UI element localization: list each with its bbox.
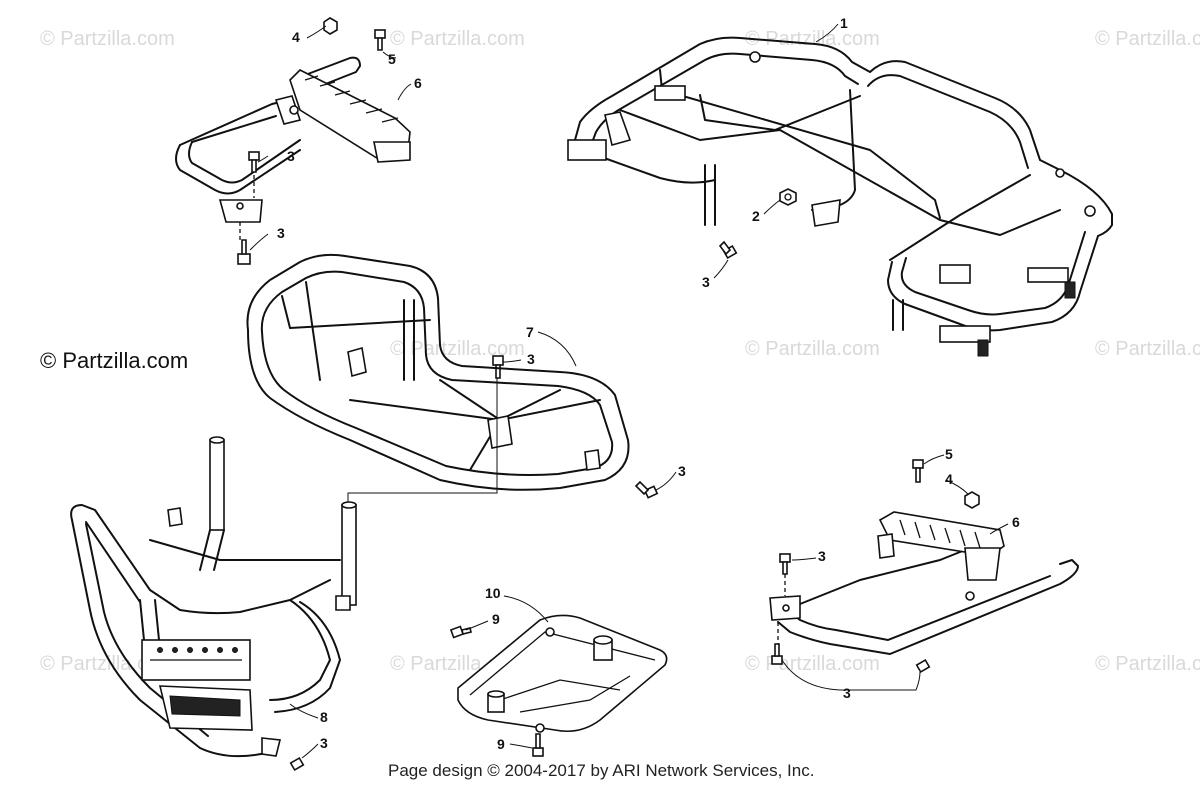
bolt — [289, 756, 305, 772]
watermarks: © Partzilla.com © Partzilla.com © Partzi… — [40, 28, 1200, 675]
callout-7: 7 — [526, 324, 534, 340]
watermark: © Partzilla.com — [390, 338, 525, 360]
watermark: © Partzilla.com — [40, 653, 175, 675]
callout-3: 3 — [320, 735, 328, 751]
callout-3: 3 — [527, 351, 535, 367]
nut — [964, 491, 980, 509]
callout-3: 3 — [843, 685, 851, 701]
nut-part — [779, 188, 797, 206]
nut — [323, 17, 338, 35]
callout-6: 6 — [1012, 514, 1020, 530]
callout-10: 10 — [485, 585, 501, 601]
watermark: © Partzilla.com — [1095, 28, 1200, 50]
callout-3: 3 — [287, 148, 295, 164]
bolt — [634, 480, 659, 499]
callout-1: 1 — [840, 15, 848, 31]
watermark: © Partzilla.com — [390, 28, 525, 50]
copyright-footer: Page design © 2004-2017 by ARI Network S… — [388, 761, 814, 780]
bolt — [912, 459, 924, 483]
bolt — [449, 625, 472, 639]
hardware-parts — [237, 17, 980, 772]
watermark: © Partzilla.com — [745, 653, 880, 675]
watermark-main: © Partzilla.com — [40, 348, 188, 373]
callout-3: 3 — [678, 463, 686, 479]
callouts: 1 2 4 5 6 3 3 3 7 3 3 5 4 6 3 3 10 9 8 3… — [277, 15, 1020, 752]
rear-rack-part — [567, 36, 1113, 357]
callout-5: 5 — [945, 446, 953, 462]
watermark: © Partzilla.com — [745, 28, 880, 50]
bolt — [779, 553, 791, 575]
bolt — [718, 240, 738, 260]
bolt — [248, 151, 260, 173]
bolt — [237, 239, 251, 265]
callout-3: 3 — [818, 548, 826, 564]
bolt — [915, 658, 931, 674]
callout-4: 4 — [292, 29, 300, 45]
front-bumper-part — [70, 436, 357, 758]
callout-9: 9 — [492, 611, 500, 627]
leaders — [249, 23, 1009, 759]
watermark: © Partzilla.com — [40, 28, 175, 50]
bolt — [374, 29, 386, 51]
callout-8: 8 — [320, 709, 328, 725]
callout-4: 4 — [945, 471, 953, 487]
callout-9: 9 — [497, 736, 505, 752]
watermark: © Partzilla.com — [745, 338, 880, 360]
watermark: © Partzilla.com — [1095, 338, 1200, 360]
footrest-bracket-part — [175, 56, 411, 240]
watermark: © Partzilla.com — [1095, 653, 1200, 675]
callout-3: 3 — [277, 225, 285, 241]
callout-5: 5 — [388, 51, 396, 67]
footrest-bracket-part — [769, 511, 1079, 655]
callout-3: 3 — [702, 274, 710, 290]
skid-plate-part — [457, 614, 668, 733]
front-rack-part — [246, 253, 630, 505]
callout-2: 2 — [752, 208, 760, 224]
callout-6: 6 — [414, 75, 422, 91]
bolt — [532, 733, 544, 757]
